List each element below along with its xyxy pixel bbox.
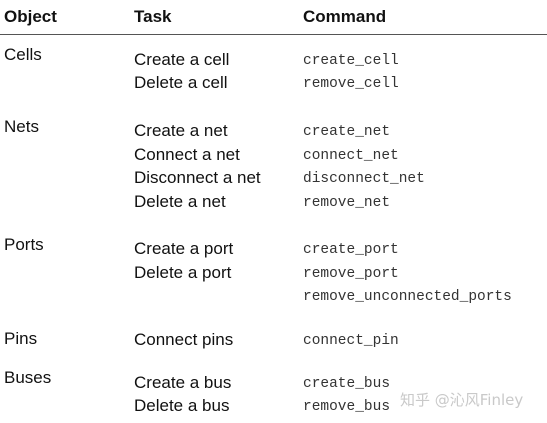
task-label: Create a port: [134, 239, 234, 258]
command-text: create_cell: [303, 53, 399, 69]
command-text: create_port: [303, 242, 399, 258]
command-text: create_net: [303, 124, 391, 140]
command-text: remove_bus: [303, 399, 391, 415]
task-label: Create a bus: [134, 373, 232, 392]
object-label: Buses: [4, 368, 52, 387]
object-label: Ports: [4, 235, 44, 254]
command-text: connect_pin: [303, 333, 399, 349]
task-label: Connect pins: [134, 330, 234, 349]
command-text: disconnect_net: [303, 171, 425, 187]
header-task: Task: [134, 7, 172, 26]
command-text: remove_port: [303, 266, 399, 282]
object-label: Pins: [4, 329, 38, 348]
header-divider: [0, 34, 547, 35]
command-text: remove_unconnected_ports: [303, 289, 512, 305]
watermark: 知乎 @沁风Finley: [400, 391, 524, 409]
task-label: Delete a net: [134, 192, 226, 211]
header-object: Object: [4, 7, 57, 26]
header-command: Command: [303, 7, 387, 26]
command-text: create_bus: [303, 376, 391, 392]
object-label: Nets: [4, 117, 39, 136]
task-label: Delete a port: [134, 263, 232, 282]
task-label: Connect a net: [134, 145, 240, 164]
task-label: Disconnect a net: [134, 168, 261, 187]
command-text: remove_cell: [303, 76, 399, 92]
command-text: remove_net: [303, 195, 391, 211]
task-label: Delete a bus: [134, 396, 230, 415]
command-text: connect_net: [303, 148, 399, 164]
task-label: Create a cell: [134, 50, 230, 69]
task-label: Delete a cell: [134, 73, 228, 92]
object-label: Cells: [4, 45, 42, 64]
task-label: Create a net: [134, 121, 228, 140]
